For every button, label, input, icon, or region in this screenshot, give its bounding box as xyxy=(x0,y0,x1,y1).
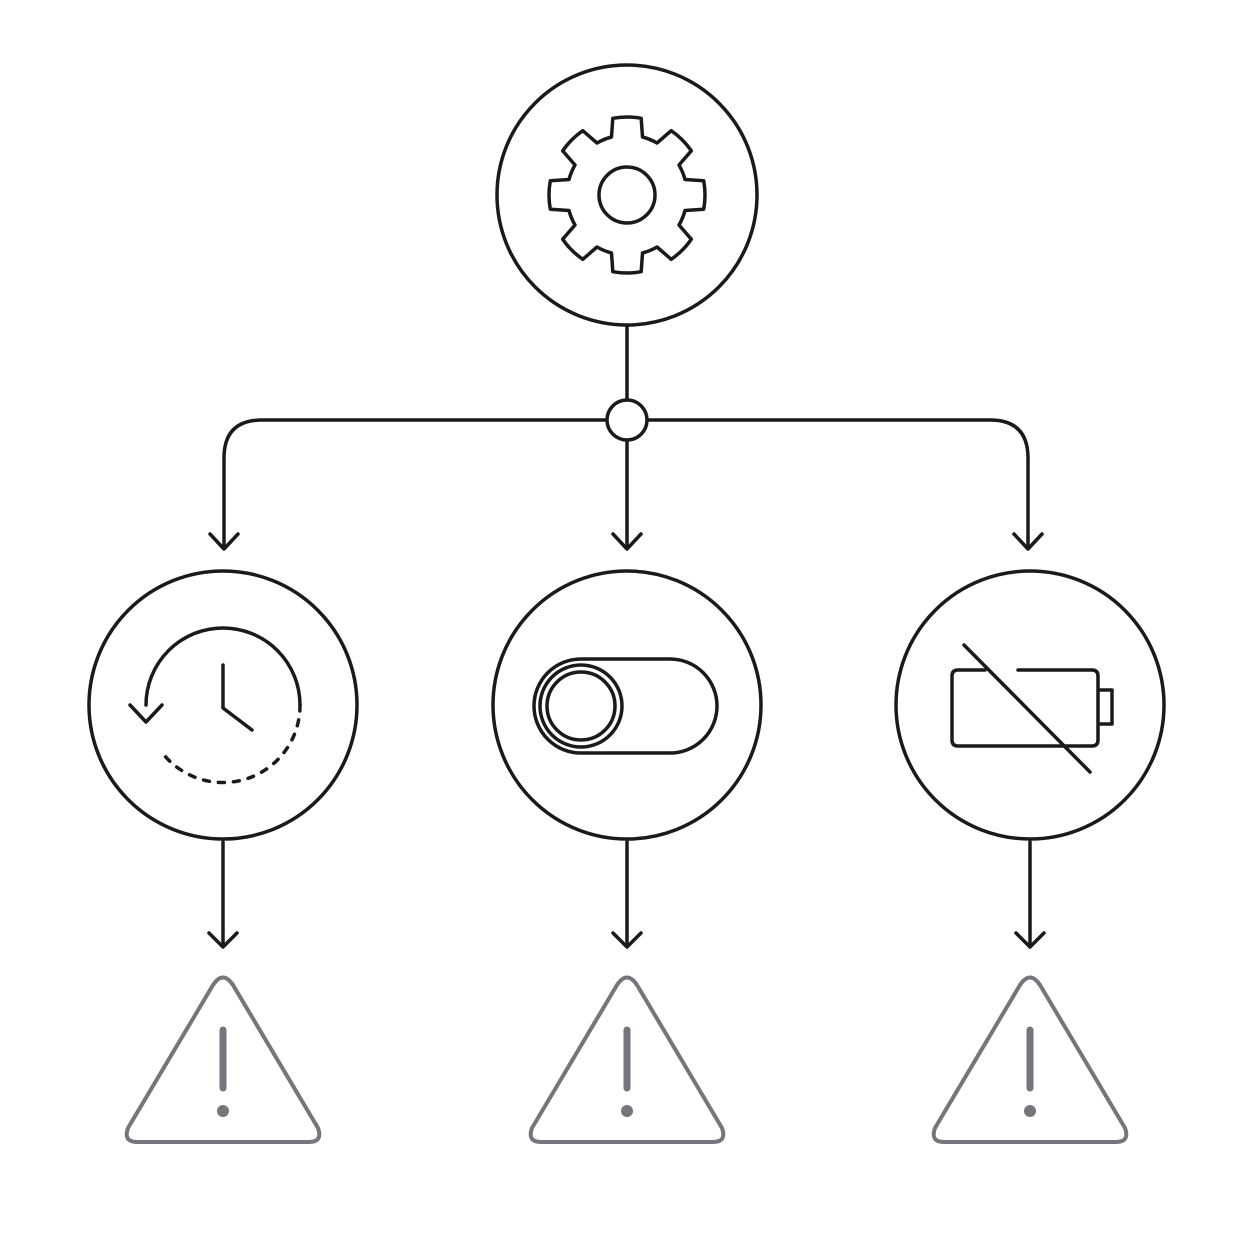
junction-node xyxy=(605,398,649,442)
battery-strike-line xyxy=(962,643,1092,774)
warning-right[interactable] xyxy=(931,975,1129,1144)
branch-node-battery[interactable] xyxy=(894,569,1166,841)
battery-body xyxy=(950,668,1100,748)
toggle-switch-off-icon xyxy=(532,657,719,755)
arrowhead-right-warning xyxy=(1014,931,1046,949)
history-arrowhead xyxy=(128,703,164,724)
history-clock-dashed-arc xyxy=(162,703,302,785)
warning-triangle-icon xyxy=(124,975,322,1144)
battery-terminal xyxy=(1098,688,1114,726)
arrowhead-left-branch xyxy=(208,532,240,551)
clock-hands xyxy=(221,663,254,732)
toggle-knob-outer xyxy=(538,663,624,749)
gear-teeth-outline xyxy=(547,115,707,275)
toggle-track xyxy=(532,657,719,755)
warning-triangle-icon xyxy=(528,975,726,1144)
toggle-knob-inner xyxy=(545,670,617,742)
exclamation-dot xyxy=(1024,1105,1036,1117)
branch-node-toggle[interactable] xyxy=(491,569,763,841)
gear-hub xyxy=(597,165,657,225)
branch-node-battery-ring xyxy=(894,569,1166,841)
history-clock-arc xyxy=(144,626,302,707)
branch-node-history[interactable] xyxy=(87,569,359,841)
arrowhead-left-warning xyxy=(207,931,239,949)
gear-icon xyxy=(547,115,707,275)
warning-middle[interactable] xyxy=(528,975,726,1144)
arrowhead-middle-branch xyxy=(611,532,643,551)
junction-to-right-branch-line xyxy=(645,418,1030,550)
branch-node-toggle-ring xyxy=(491,569,763,841)
connectors xyxy=(207,324,1046,949)
warning-left[interactable] xyxy=(124,975,322,1144)
exclamation-dot xyxy=(217,1105,229,1117)
warning-triangle-icon xyxy=(931,975,1129,1144)
root-node-ring xyxy=(495,63,759,327)
history-clock-icon xyxy=(128,626,302,785)
arrowhead-middle-warning xyxy=(611,931,643,949)
exclamation-dot xyxy=(621,1105,633,1117)
junction-to-left-branch-line xyxy=(222,418,609,550)
root-node[interactable] xyxy=(495,63,759,327)
arrowhead-right-branch xyxy=(1012,532,1044,551)
battery-disabled-icon xyxy=(950,643,1114,774)
